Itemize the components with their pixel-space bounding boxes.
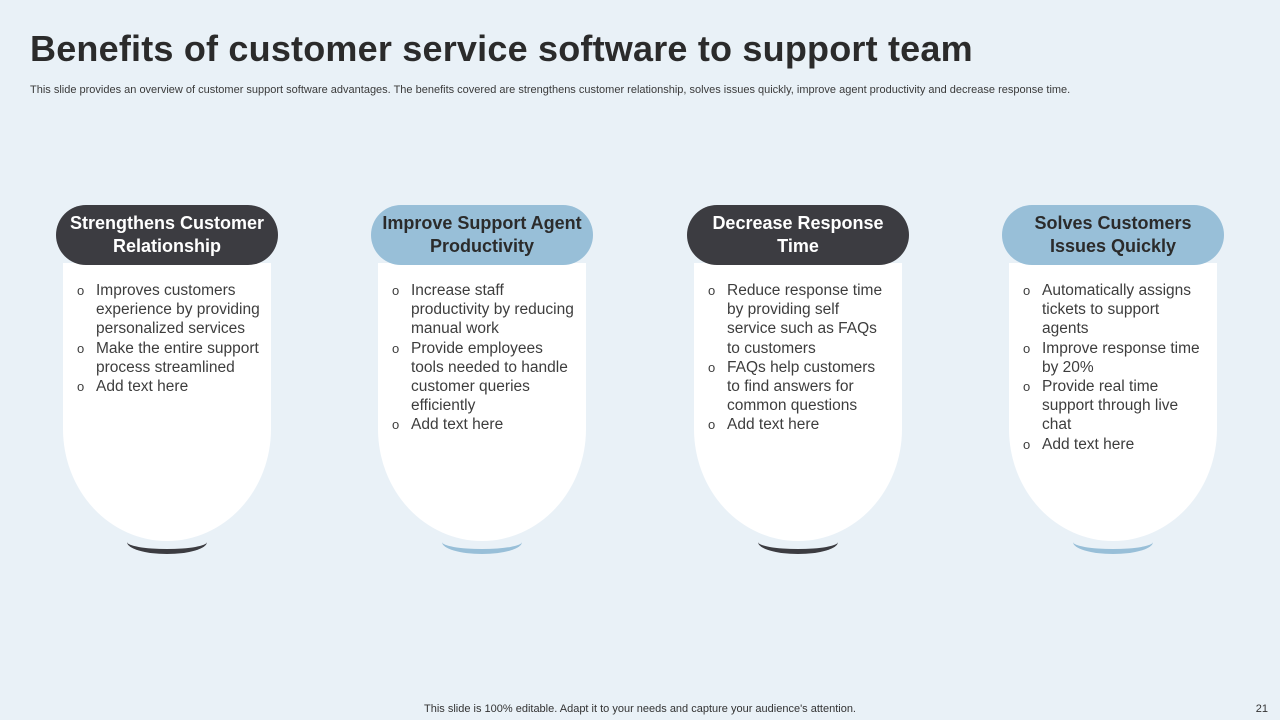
list-item-text: Provide employees tools needed to handle…: [411, 339, 568, 415]
bullet-icon: o: [708, 283, 716, 298]
list-item: o FAQs help customers to find answers for…: [708, 358, 892, 416]
card-heading-pill: Improve Support Agent Productivity: [371, 205, 593, 265]
card-heading: Strengthens Customer Relationship: [69, 213, 265, 256]
bullet-icon: o: [392, 340, 400, 356]
benefit-list: o Increase staff productivity by reducing…: [392, 281, 576, 435]
list-item-text: Increase staff productivity by reducing …: [411, 282, 574, 338]
card-body: o Increase staff productivity by reducing…: [378, 263, 586, 541]
list-item: o Add text here: [1023, 435, 1207, 454]
bullet-icon: o: [1023, 379, 1031, 395]
list-item: o Improves customers experience by provid…: [77, 281, 261, 339]
bullet-icon: o: [77, 340, 85, 356]
list-item: o Add text here: [77, 377, 261, 396]
card-body: o Automatically assigns tickets to suppor…: [1009, 263, 1217, 541]
list-item-text: Improve response time by 20%: [1042, 339, 1200, 376]
card-base-arc: [442, 538, 522, 554]
list-item-text: Automatically assigns tickets to support…: [1042, 282, 1192, 338]
bullet-icon: o: [77, 379, 85, 395]
list-item: o Improve response time by 20%: [1023, 339, 1207, 377]
bullet-icon: o: [708, 417, 716, 433]
card-body: o Improves customers experience by provid…: [63, 263, 271, 541]
benefit-list: o Improves customers experience by provid…: [77, 281, 261, 396]
list-item-text: Make the entire support process streamli…: [96, 339, 259, 376]
benefit-list: o Automatically assigns tickets to suppor…: [1023, 281, 1207, 454]
card-body: o Reduce response time by providing self …: [694, 263, 902, 541]
slide-footer: This slide is 100% editable. Adapt it to…: [424, 703, 856, 715]
card-base-arc: [758, 538, 838, 554]
benefit-card-2: o Increase staff productivity by reducing…: [371, 205, 593, 557]
list-item-text: FAQs help customers to find answers for …: [727, 358, 876, 415]
list-item-text: Reduce response time by providing self s…: [727, 282, 883, 357]
benefit-card-4: o Automatically assigns tickets to suppor…: [1002, 205, 1224, 557]
bullet-icon: o: [392, 283, 400, 298]
benefit-card-1: o Improves customers experience by provid…: [56, 205, 278, 557]
list-item: o Increase staff productivity by reducing…: [392, 281, 576, 339]
bullet-icon: o: [1023, 283, 1031, 298]
bullet-icon: o: [1023, 436, 1031, 452]
bullet-icon: o: [392, 417, 400, 433]
list-item-text: Add text here: [727, 416, 820, 434]
benefit-card-3: o Reduce response time by providing self …: [687, 205, 909, 557]
slide-subtitle: This slide provides an overview of custo…: [30, 84, 1071, 96]
list-item-text: Add text here: [96, 378, 189, 396]
list-item: o Provide real time support through live …: [1023, 377, 1207, 435]
card-base-arc: [127, 538, 207, 554]
card-heading-pill: Solves Customers Issues Quickly: [1002, 205, 1224, 265]
bullet-icon: o: [708, 359, 716, 375]
page-number: 21: [1255, 703, 1268, 715]
card-base-arc: [1073, 538, 1153, 554]
list-item: o Make the entire support process streaml…: [77, 339, 261, 377]
list-item-text: Add text here: [1042, 435, 1135, 453]
slide-title: Benefits of customer service software to…: [30, 28, 973, 69]
list-item: o Automatically assigns tickets to suppor…: [1023, 281, 1207, 339]
bullet-icon: o: [1023, 340, 1031, 356]
card-heading-pill: Strengthens Customer Relationship: [56, 205, 278, 265]
card-heading: Decrease Response Time: [712, 213, 884, 256]
list-item: o Reduce response time by providing self …: [708, 281, 892, 358]
list-item: o Add text here: [708, 415, 892, 434]
card-heading: Solves Customers Issues Quickly: [1034, 213, 1192, 256]
list-item: o Add text here: [392, 415, 576, 434]
card-heading-pill: Decrease Response Time: [687, 205, 909, 265]
list-item-text: Add text here: [411, 416, 504, 434]
list-item-text: Improves customers experience by providi…: [96, 282, 260, 338]
card-heading: Improve Support Agent Productivity: [382, 213, 582, 256]
list-item: o Provide employees tools needed to handl…: [392, 339, 576, 416]
benefit-list: o Reduce response time by providing self …: [708, 281, 892, 435]
bullet-icon: o: [77, 283, 85, 298]
list-item-text: Provide real time support through live c…: [1042, 378, 1179, 434]
